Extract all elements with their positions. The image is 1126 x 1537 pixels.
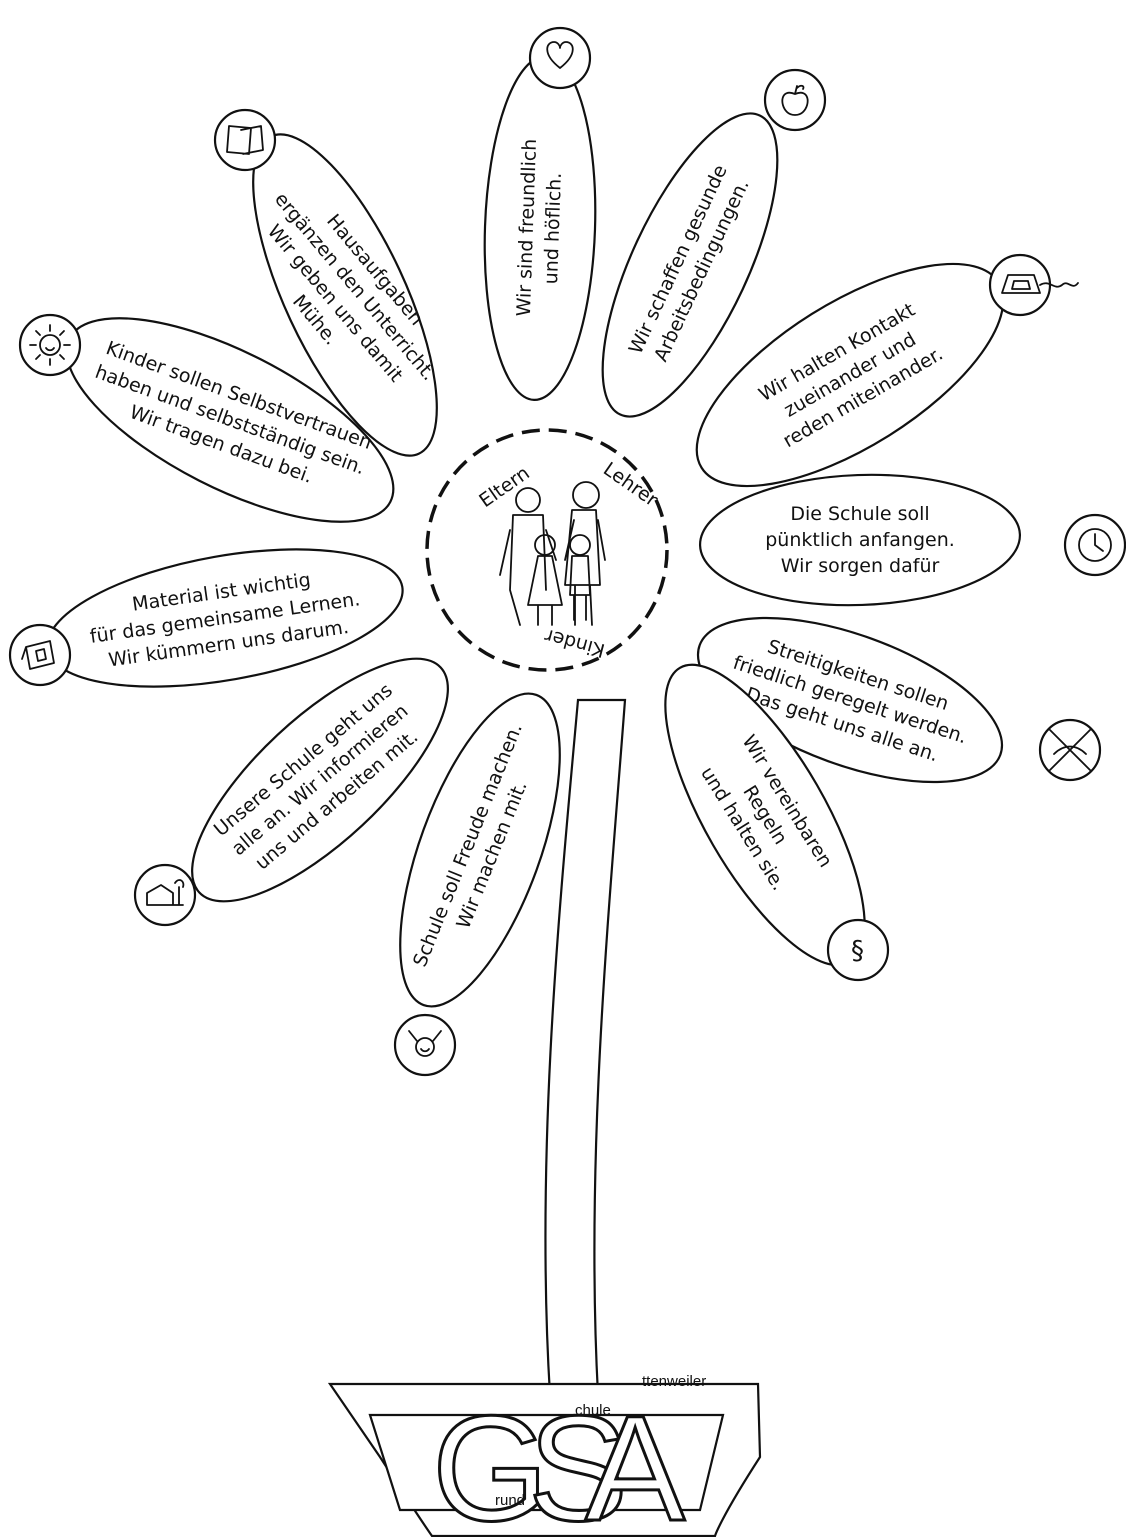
logo-sub-attenweiler: ttenweiler: [642, 1373, 706, 1390]
flower-stem: [544, 698, 627, 1397]
paragraph-icon: §: [826, 918, 890, 982]
petal-freude: Schule soll Freude machen.Wir machen mit…: [393, 692, 561, 1077]
flower-center: Eltern Lehrer Kinder: [425, 428, 669, 672]
petal-text-line: und höflich.: [540, 172, 566, 284]
petal-text: Die Schule soll pünktlich anfangen. Wir so…: [765, 503, 955, 577]
school-house-icon: [133, 863, 197, 927]
no-fighting-icon: [1038, 718, 1102, 782]
logo-sub-grund: rund: [495, 1492, 525, 1509]
logo-letter-s: S: [528, 1384, 628, 1537]
petal-shape: [191, 657, 449, 903]
petal-text-line: Die Schule soll: [790, 503, 929, 525]
family-illustration: [499, 481, 606, 626]
petal-shape: [601, 112, 779, 418]
apple-icon: [763, 68, 827, 132]
homework-icon: [213, 108, 277, 172]
sharpener-icon: [8, 623, 72, 687]
petal-shape: [698, 473, 1022, 607]
svg-text:§: §: [851, 936, 864, 966]
sun-icon: [18, 313, 82, 377]
petal-puenktlich: Die Schule soll pünktlich anfangen. Wir so…: [698, 473, 1126, 607]
clock-icon: [1063, 513, 1126, 577]
petal-shape: [483, 54, 597, 402]
cheering-face-icon: [393, 1013, 457, 1077]
petal-text-line: Wir sorgen dafür: [781, 555, 940, 577]
telephone-icon: [988, 253, 1079, 317]
petal-text-line: pünktlich anfangen.: [765, 529, 955, 551]
center-circle: [425, 428, 669, 672]
logo-letter-a: A: [585, 1384, 685, 1537]
logo-sub-schule: chule: [575, 1402, 611, 1419]
petal-shape: [696, 616, 1004, 784]
logo-letter-g: G: [432, 1384, 549, 1537]
flower-pot: [327, 1382, 762, 1537]
petal-shape: [399, 692, 561, 1008]
heart-icon: [528, 26, 592, 90]
school-logo: G S A rund chule ttenweiler: [431, 1373, 707, 1537]
